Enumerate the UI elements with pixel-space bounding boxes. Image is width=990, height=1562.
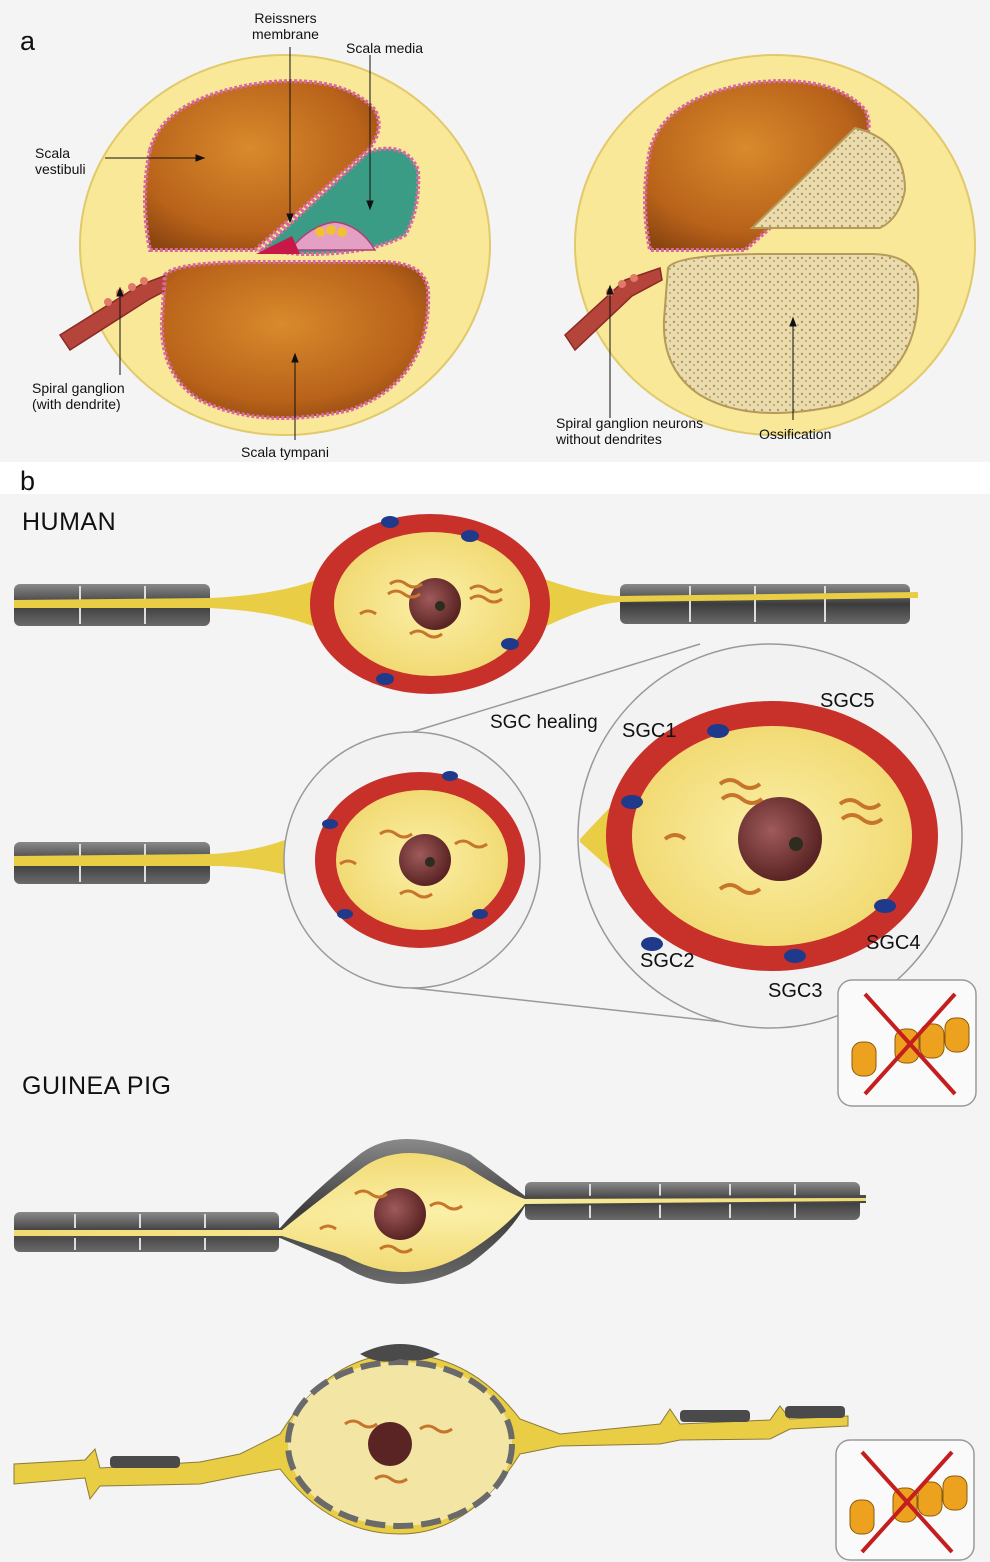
guinea-pig-neuron-intact: [14, 1139, 866, 1284]
sgc2-label: SGC2: [640, 950, 694, 973]
sgc-healing-label: SGC healing: [490, 712, 598, 734]
panel-b: HUMAN GUINEA PIG: [0, 494, 990, 1562]
ossification-label: Ossification: [759, 426, 831, 442]
hair-cell-loss-icon-1: [838, 980, 976, 1106]
sgc5-label: SGC5: [820, 690, 874, 713]
panel-a: a: [0, 0, 990, 462]
normal-cochlea-diagram: [0, 0, 990, 462]
scala-vestibuli-label: Scala vestibuli: [35, 145, 86, 177]
panel-b-letter: b: [20, 466, 35, 497]
neuron-diagrams: [0, 494, 990, 1562]
guinea-pig-neuron-degenerated: [14, 1344, 848, 1534]
scala-media-label: Scala media: [346, 40, 423, 56]
spiral-ganglion-with-dendrite-label: Spiral ganglion (with dendrite): [32, 380, 125, 412]
scala-tympani-label: Scala tympani: [241, 444, 329, 460]
sgc4-label: SGC4: [866, 932, 920, 955]
reissners-membrane-label: Reissners membrane: [252, 10, 319, 42]
sgc1-label: SGC1: [622, 720, 676, 743]
sgc3-label: SGC3: [768, 980, 822, 1003]
spiral-ganglion-without-dendrites-label: Spiral ganglion neurons without dendrite…: [556, 415, 703, 447]
hair-cell-loss-icon-2: [836, 1440, 974, 1560]
